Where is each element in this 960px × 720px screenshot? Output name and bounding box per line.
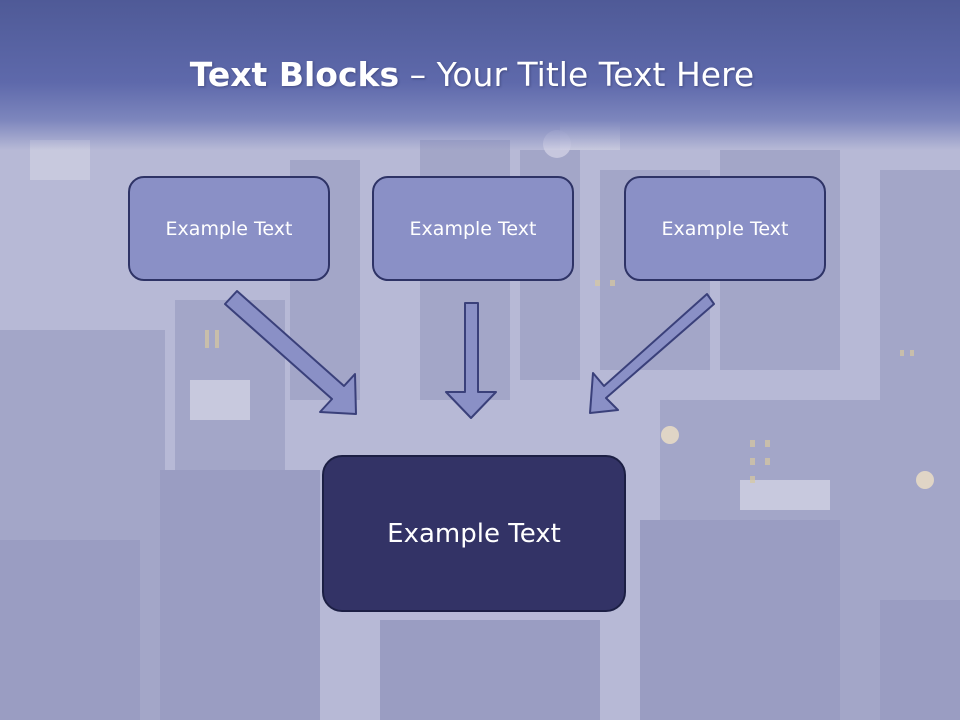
text-block-2: Example Text [372,176,574,281]
text-block-1: Example Text [128,176,330,281]
target-text-block: Example Text [322,455,626,612]
slide-title: Text Blocks – Your Title Text Here [0,52,944,98]
text-block-3-label: Example Text [661,217,789,240]
title-bar [0,0,960,150]
text-block-1-label: Example Text [165,217,293,240]
title-bold: Text Blocks [189,55,400,94]
target-text-block-label: Example Text [387,518,561,549]
arrow-center [445,302,497,419]
title-rest: – Your Title Text Here [399,55,755,94]
text-block-3: Example Text [624,176,826,281]
text-block-2-label: Example Text [409,217,537,240]
arrow-right [589,293,715,414]
arrow-left [224,290,357,415]
